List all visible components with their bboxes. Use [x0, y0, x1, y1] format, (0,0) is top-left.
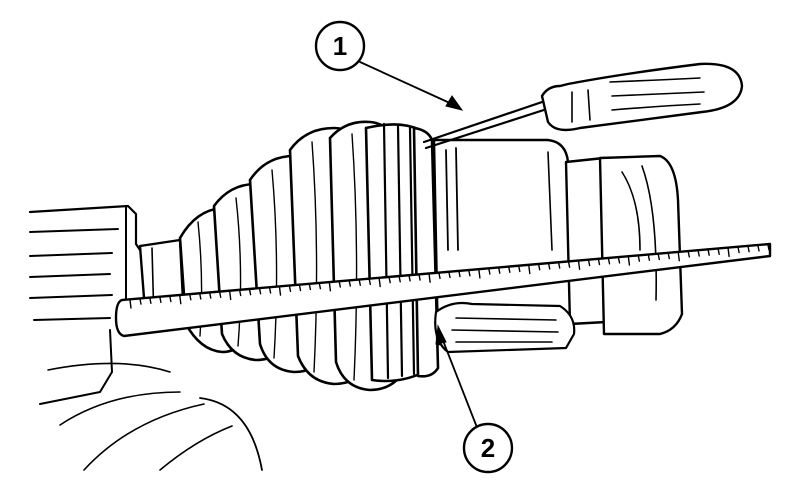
callout-2-arrowhead [435, 324, 447, 345]
callout-2-label: 2 [481, 433, 495, 463]
callout-1: 1 [314, 20, 464, 111]
callout-1-label: 1 [333, 31, 347, 61]
callout-1-arrowhead [445, 95, 464, 111]
screwdriver [422, 62, 744, 150]
cv-joint-housing [432, 138, 684, 354]
measuring-rule [114, 242, 772, 338]
callout-2: 2 [435, 324, 514, 474]
housing [28, 204, 263, 471]
cv-boot [138, 120, 440, 392]
